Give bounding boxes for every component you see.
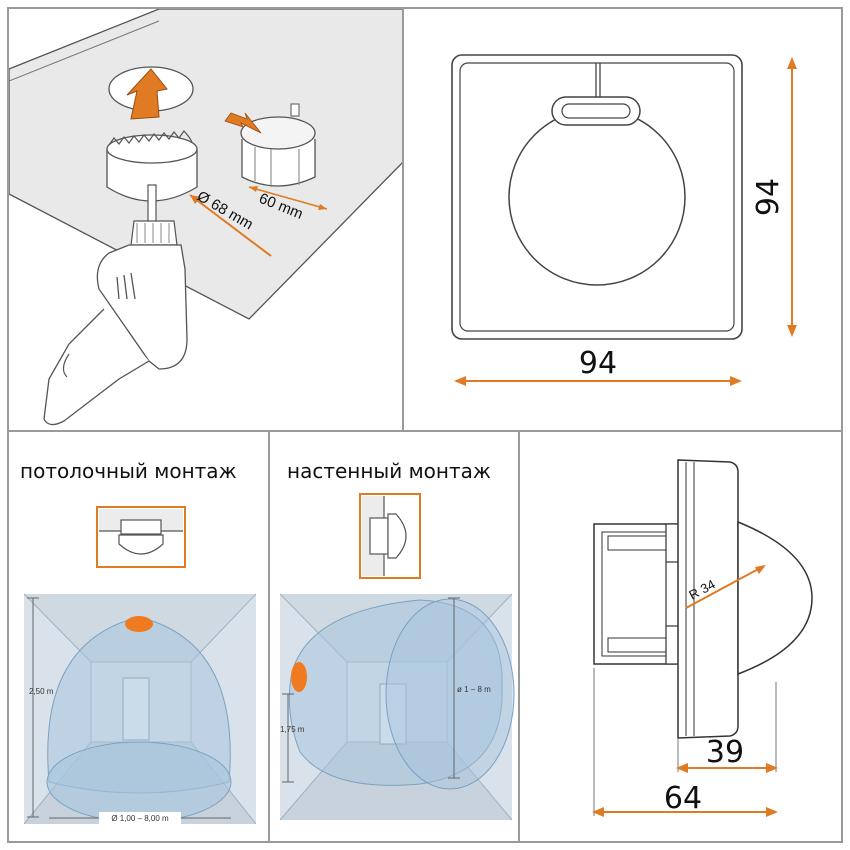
ceiling-height-label: 2,50 m bbox=[29, 687, 54, 696]
radius-dimension-line bbox=[685, 565, 765, 609]
wall-mount-panel: настенный монтаж ø 1 – 8 bbox=[268, 430, 520, 843]
insert-arrow-icon bbox=[224, 112, 262, 134]
wall-far-zone bbox=[385, 598, 515, 790]
sensor-tab bbox=[551, 96, 641, 126]
hole-diameter-dimension-line bbox=[189, 194, 272, 257]
wall-mount-icon bbox=[359, 493, 421, 579]
wall-range-label: ø 1 – 8 m bbox=[457, 685, 491, 694]
wall-sensor-marker bbox=[291, 662, 307, 692]
wall-mount-diagram: ø 1 – 8 m 1,75 m bbox=[279, 493, 515, 821]
sensor-dome bbox=[737, 520, 813, 676]
up-arrow-icon bbox=[126, 68, 168, 120]
ceiling-mount-diagram: 2,50 m Ø 1,00 – 8,00 m bbox=[23, 506, 257, 825]
side-view-panel: R 34 39 64 bbox=[518, 430, 843, 843]
ceiling-mount-caption: потолочный монтаж bbox=[20, 459, 237, 483]
mounting-box bbox=[593, 523, 681, 665]
wall-height-label: 1,75 m bbox=[280, 725, 305, 734]
installation-panel: 60 mm Ø 68 mm bbox=[7, 7, 404, 432]
box-depth-dimension-line bbox=[248, 186, 328, 210]
ceiling-floor-zone bbox=[46, 741, 232, 823]
height-label: 94 bbox=[751, 178, 786, 216]
ceiling-slab bbox=[9, 9, 402, 320]
flush-box bbox=[240, 103, 316, 187]
wall-detection-zone bbox=[288, 599, 503, 786]
dome-depth-label: 39 bbox=[706, 735, 744, 770]
total-depth-label: 64 bbox=[664, 781, 702, 816]
ceiling-mount-panel: потолочный монтаж 2,50 m bbox=[7, 430, 270, 843]
drill-icon bbox=[43, 220, 188, 426]
sensor-lens bbox=[508, 108, 686, 286]
front-view-panel: 94 94 bbox=[402, 7, 843, 432]
installation-illustration: 60 mm Ø 68 mm bbox=[9, 9, 402, 426]
ceiling-mount-icon bbox=[96, 506, 186, 568]
ceiling-sensor-marker bbox=[125, 616, 153, 632]
wall-mount-caption: настенный монтаж bbox=[287, 459, 491, 483]
hole-saw bbox=[106, 130, 198, 224]
side-view-drawing: R 34 39 64 bbox=[592, 459, 813, 817]
ceiling-range-label: Ø 1,00 – 8,00 m bbox=[111, 814, 169, 823]
front-plate bbox=[666, 459, 739, 739]
front-view-drawing: 94 94 bbox=[451, 54, 797, 386]
width-label: 94 bbox=[579, 346, 617, 381]
